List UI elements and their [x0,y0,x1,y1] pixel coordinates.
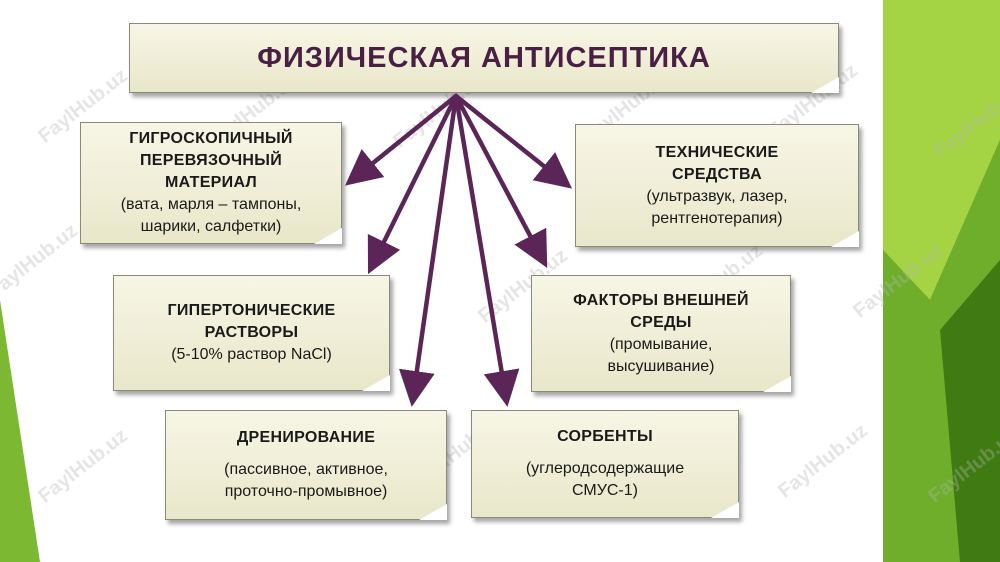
node-label: ФАКТОРЫ ВНЕШНЕЙ [573,291,749,309]
page-fold [831,231,859,247]
node-label: ТЕХНИЧЕСКИЕ [655,143,779,161]
node-description: рентгенотерапия) [651,209,783,227]
node-description: шарики, салфетки) [140,218,282,235]
green-corner-left [0,300,40,562]
green-facet-light [883,0,1000,300]
node-label: МАТЕРИАЛ [164,174,258,191]
page-fold [419,504,447,520]
node-description: (промывание, [609,335,713,353]
node-description: (ультразвук, лазер, [646,187,788,205]
node-hygroscopic-material: ГИГРОСКОПИЧНЫЙ ПЕРЕВЯЗОЧНЫЙ МАТЕРИАЛ (ва… [80,122,342,244]
node-drainage: ДРЕНИРОВАНИЕ (пассивное, активное, прото… [165,410,447,520]
node-description: (5-10% раствор NaCl) [171,346,332,363]
node-label: ГИПЕРТОНИЧЕСКИЕ [167,302,336,319]
page-fold [763,376,791,392]
node-label: ПЕРЕВЯЗОЧНЫЙ [140,152,282,169]
page-fold [811,77,839,93]
node-description: СМУС-1) [572,482,638,499]
green-facet-deep [940,260,1000,562]
node-technical-means: ТЕХНИЧЕСКИЕ СРЕДСТВА (ультразвук, лазер,… [575,124,859,247]
page-fold [711,502,739,518]
node-label: СРЕДСТВА [672,165,762,183]
title-box: ФИЗИЧЕСКАЯ АНТИСЕПТИКА [129,23,839,93]
node-hypertonic-solutions: ГИПЕРТОНИЧЕСКИЕ РАСТВОРЫ (5-10% раствор … [113,275,390,391]
node-description: (пассивное, активное, [224,461,388,478]
node-description: высушивание) [607,357,715,375]
node-label: СОРБЕНТЫ [557,428,653,445]
node-description: (вата, марля – тампоны, [120,196,302,213]
node-label: ДРЕНИРОВАНИЕ [236,429,376,446]
page-title: ФИЗИЧЕСКАЯ АНТИСЕПТИКА [257,41,711,74]
page-fold [314,228,342,244]
node-label: РАСТВОРЫ [204,324,299,341]
node-label: СРЕДЫ [630,313,692,331]
node-sorbents: СОРБЕНТЫ (углеродсодержащие СМУС-1) [471,410,739,518]
page-fold [362,375,390,391]
node-description: (углеродсодержащие [525,460,685,477]
node-environment-factors: ФАКТОРЫ ВНЕШНЕЙ СРЕДЫ (промывание, высуш… [531,275,791,392]
node-description: проточно-промывное) [224,483,388,500]
node-label: ГИГРОСКОПИЧНЫЙ [129,130,293,147]
